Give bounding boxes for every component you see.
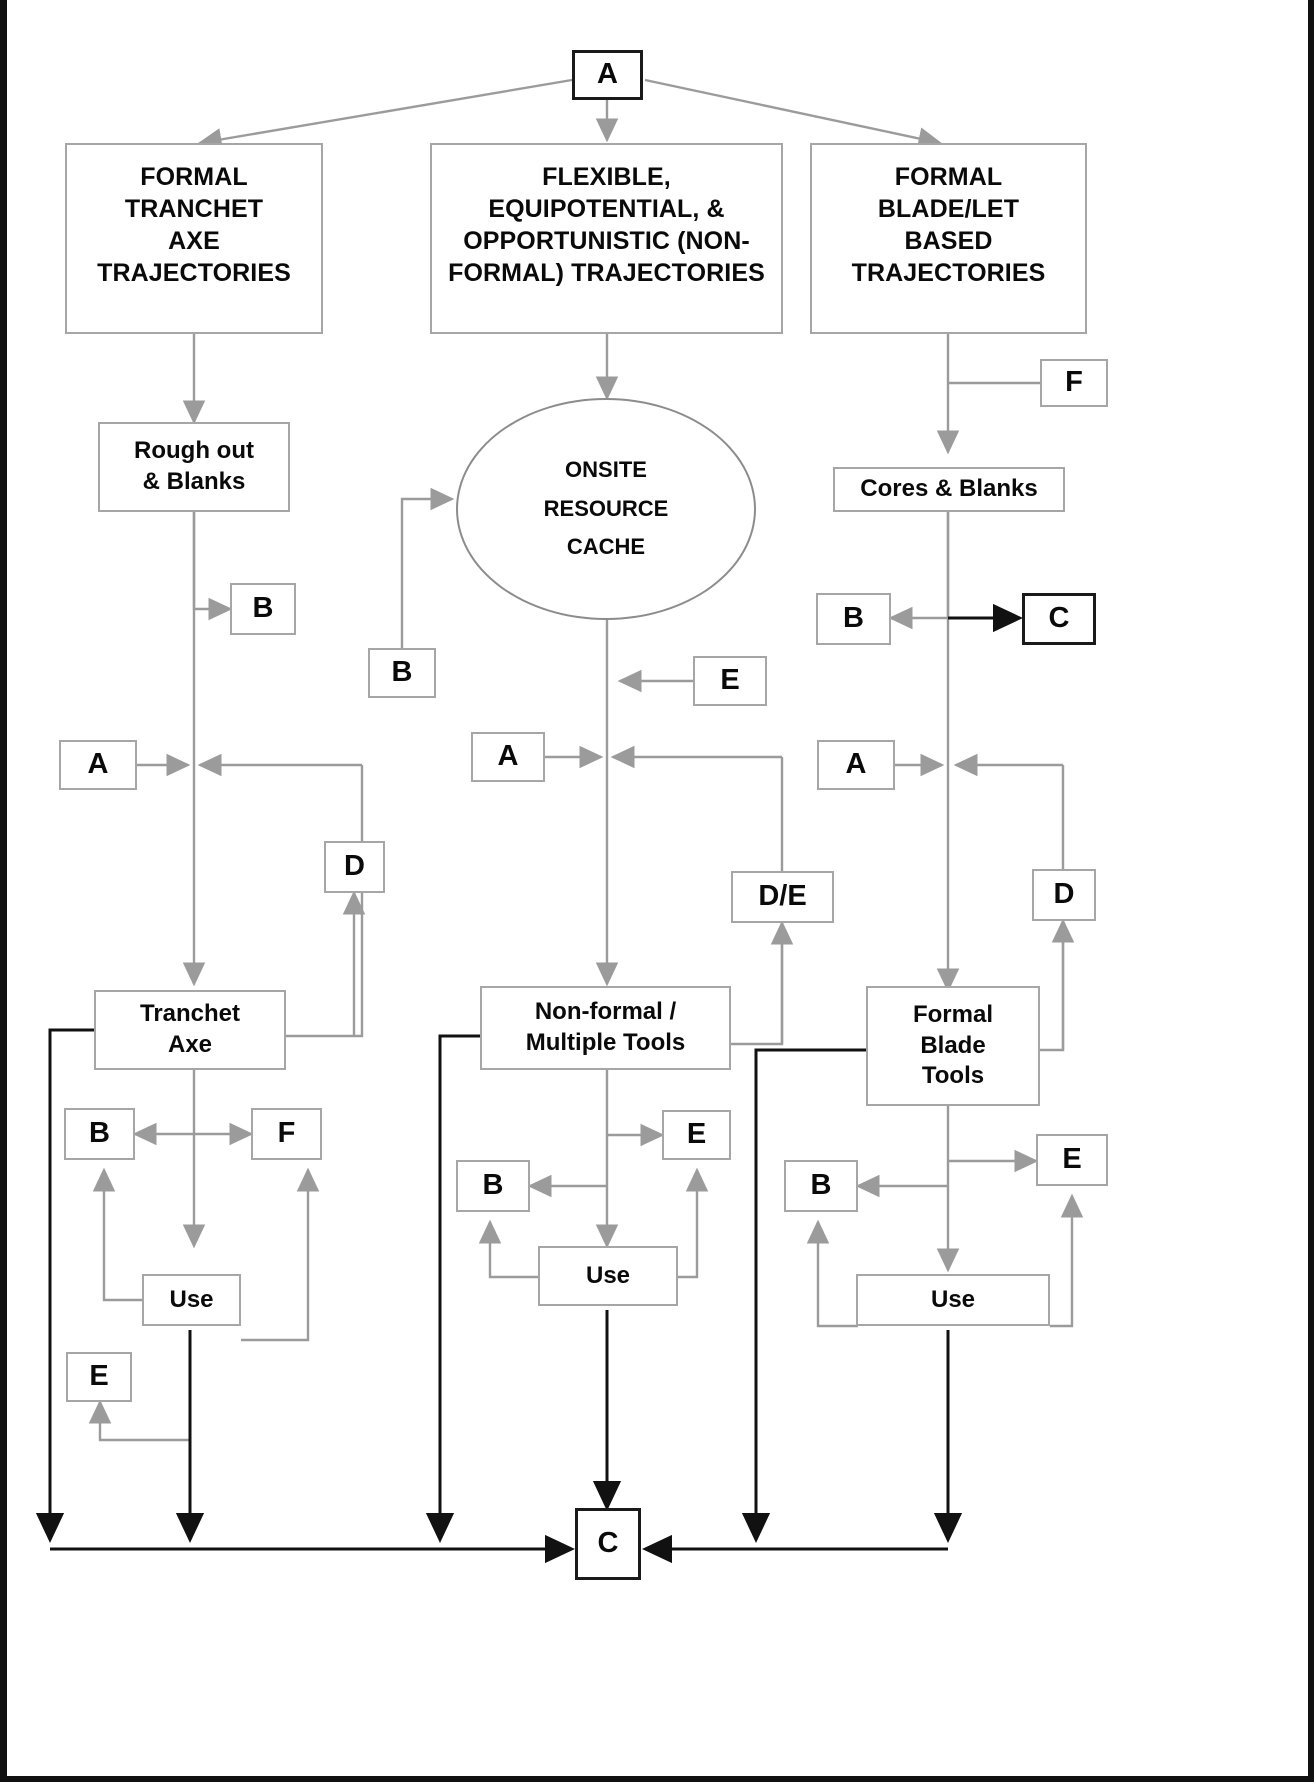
node-col3-c-mid-label: C [1048, 602, 1070, 635]
node-col3-d-label: D [1053, 878, 1075, 911]
node-col3-f-label: F [1065, 366, 1083, 399]
node-formal-blade-tools[interactable]: Formal Blade Tools [866, 986, 1040, 1106]
node-col1-d-label: D [344, 850, 365, 883]
node-col1-d[interactable]: D [324, 841, 385, 893]
node-col2-b-cache-label: B [391, 656, 413, 689]
node-col1-use[interactable]: Use [142, 1274, 241, 1326]
node-col2-e-cache-label: E [720, 664, 740, 697]
node-col2-a-mid[interactable]: A [471, 732, 545, 782]
node-col3-b-low[interactable]: B [784, 1160, 858, 1212]
node-col2-de-label: D/E [758, 880, 807, 913]
node-col2-b-low-label: B [482, 1169, 504, 1202]
node-col3-b-mid[interactable]: B [816, 593, 891, 645]
node-col3-e-low-label: E [1062, 1143, 1082, 1176]
node-col1-use-label: Use [169, 1285, 214, 1313]
node-col2-de[interactable]: D/E [731, 871, 834, 923]
node-col1-header[interactable]: FORMAL TRANCHET AXE TRAJECTORIES [65, 143, 323, 334]
node-col3-c-mid[interactable]: C [1022, 593, 1096, 645]
node-tranchet-axe[interactable]: Tranchet Axe [94, 990, 286, 1070]
node-non-formal-multiple-tools[interactable]: Non-formal / Multiple Tools [480, 986, 731, 1070]
node-col1-f-low[interactable]: F [251, 1108, 322, 1160]
node-col2-b-low[interactable]: B [456, 1160, 530, 1212]
node-col3-use-label: Use [930, 1285, 976, 1313]
node-cores-and-blanks-label: Cores & Blanks [860, 475, 1038, 503]
node-rough-out-blanks-label: Rough out & Blanks [134, 437, 254, 495]
node-col2-e-low[interactable]: E [662, 1110, 731, 1160]
node-col3-use[interactable]: Use [856, 1274, 1050, 1326]
node-col1-b-low-label: B [89, 1117, 110, 1150]
node-col1-e-bottom-label: E [89, 1360, 109, 1393]
node-onsite-resource-cache-label: ONSITE RESOURCE CACHE [543, 457, 669, 560]
node-final-c-label: C [597, 1527, 619, 1560]
node-col3-e-low[interactable]: E [1036, 1134, 1108, 1186]
node-col3-header-label: FORMAL BLADE/LET BASED TRAJECTORIES [851, 163, 1046, 287]
node-col3-b-low-label: B [810, 1169, 832, 1202]
node-col3-b-mid-label: B [843, 602, 864, 635]
node-final-c[interactable]: C [575, 1508, 641, 1580]
node-col3-header[interactable]: FORMAL BLADE/LET BASED TRAJECTORIES [810, 143, 1087, 334]
node-col2-header-label: FLEXIBLE, EQUIPOTENTIAL, & OPPORTUNISTIC… [448, 163, 765, 287]
figure-border-right [1308, 0, 1314, 1782]
node-col1-f-low-label: F [277, 1117, 296, 1150]
node-root-a[interactable]: A [572, 50, 643, 100]
node-col1-header-label: FORMAL TRANCHET AXE TRAJECTORIES [97, 163, 291, 287]
node-onsite-resource-cache[interactable]: ONSITE RESOURCE CACHE [456, 398, 756, 620]
node-col1-a-mid[interactable]: A [59, 740, 137, 790]
node-col3-a-mid-label: A [845, 748, 867, 781]
node-col2-b-cache[interactable]: B [368, 648, 436, 698]
node-col1-b-top[interactable]: B [230, 583, 296, 635]
node-col2-e-cache[interactable]: E [693, 656, 767, 706]
node-rough-out-blanks[interactable]: Rough out & Blanks [98, 422, 290, 512]
node-col3-d[interactable]: D [1032, 869, 1096, 921]
node-col2-a-mid-label: A [497, 740, 519, 773]
node-col1-a-mid-label: A [87, 748, 109, 781]
node-cores-and-blanks[interactable]: Cores & Blanks [833, 467, 1065, 512]
node-tranchet-axe-label: Tranchet Axe [139, 1000, 241, 1058]
node-col2-e-low-label: E [686, 1118, 707, 1151]
node-col2-use-label: Use [585, 1261, 631, 1289]
node-col2-header[interactable]: FLEXIBLE, EQUIPOTENTIAL, & OPPORTUNISTIC… [430, 143, 783, 334]
figure-border-left [0, 0, 7, 1782]
figure-border-bottom [0, 1776, 1314, 1782]
node-col1-e-bottom[interactable]: E [66, 1352, 132, 1402]
node-formal-blade-tools-label: Formal Blade Tools [912, 1000, 993, 1090]
node-col1-b-low[interactable]: B [64, 1108, 135, 1160]
node-col2-use[interactable]: Use [538, 1246, 678, 1306]
node-root-a-label: A [597, 58, 618, 91]
node-col1-b-top-label: B [252, 592, 274, 625]
node-non-formal-multiple-tools-label: Non-formal / Multiple Tools [525, 998, 686, 1056]
node-col3-a-mid[interactable]: A [817, 740, 895, 790]
node-col3-f[interactable]: F [1040, 359, 1108, 407]
